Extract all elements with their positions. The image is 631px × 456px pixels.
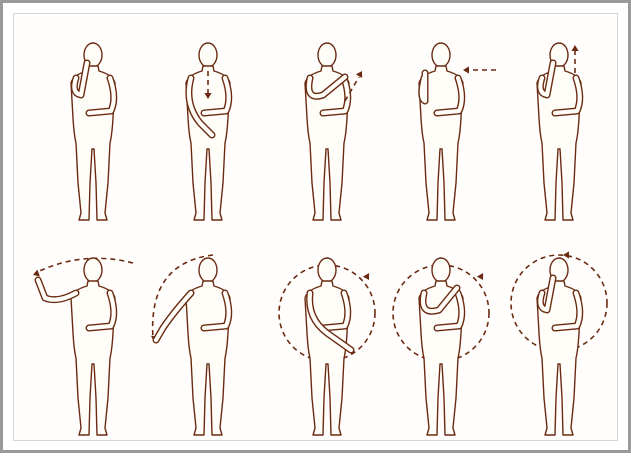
head — [199, 43, 217, 67]
circle-arrowhead — [477, 273, 483, 280]
up-arrowhead — [571, 45, 578, 51]
arc-arrowhead — [33, 270, 40, 277]
figure-9 — [393, 258, 489, 435]
figure-grid — [3, 3, 631, 456]
left-arrowhead — [463, 66, 469, 73]
torso-and-legs — [186, 281, 230, 435]
figure-5 — [537, 43, 581, 220]
torso-and-legs — [71, 281, 115, 435]
active-arm — [156, 293, 191, 340]
figure-8 — [279, 258, 375, 435]
head — [432, 258, 450, 282]
figure-7 — [151, 255, 230, 435]
head — [318, 258, 336, 282]
head — [199, 258, 217, 282]
head — [84, 258, 102, 282]
head — [318, 43, 336, 67]
circle-arrowhead — [363, 273, 369, 280]
figure-1 — [71, 43, 115, 220]
figure-4 — [419, 43, 496, 220]
figure-6 — [33, 258, 133, 435]
head — [432, 43, 450, 67]
figure-3 — [305, 43, 362, 220]
active-arm — [422, 73, 425, 101]
figure-10 — [511, 251, 607, 435]
circle-arrowhead — [563, 251, 569, 258]
figure-2 — [186, 43, 230, 220]
up-right-arrowhead — [356, 71, 362, 78]
